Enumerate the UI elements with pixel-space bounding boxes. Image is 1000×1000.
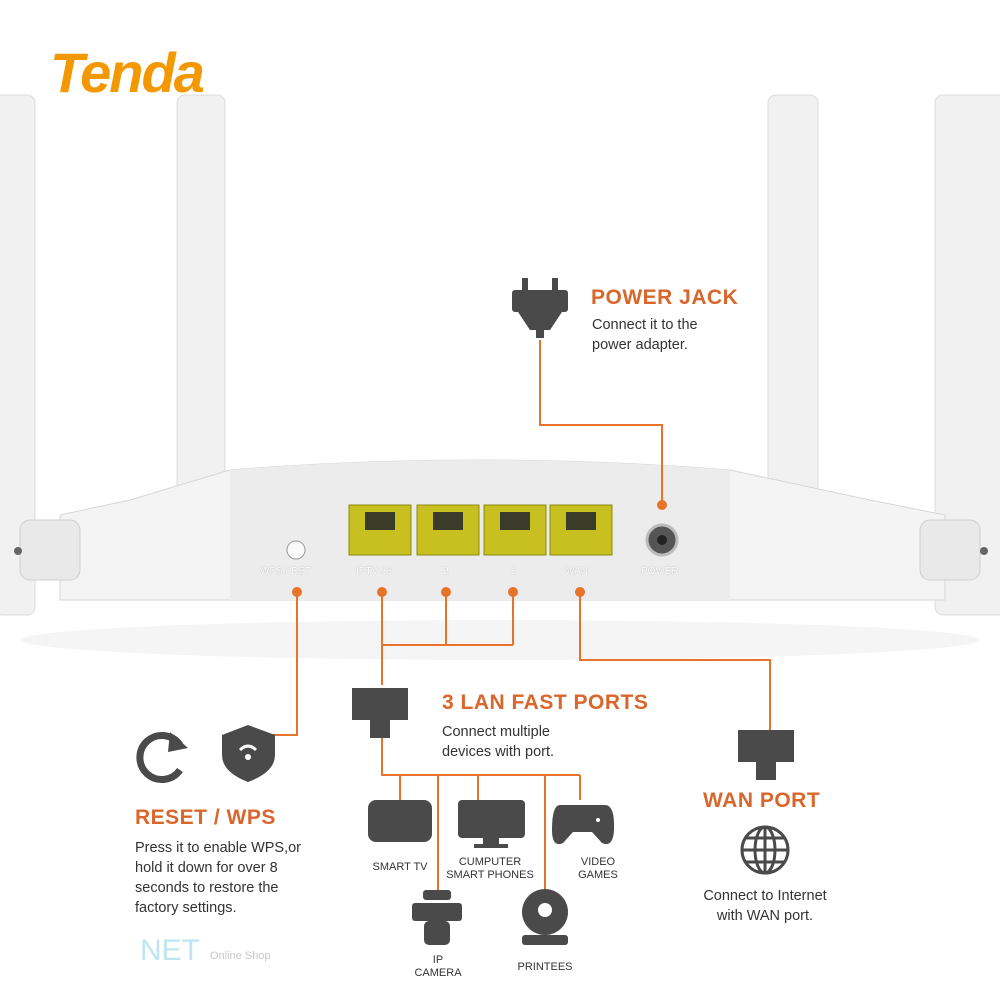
tenda-logo: Tenda xyxy=(50,41,205,104)
label-power: POWER xyxy=(641,566,679,577)
label-wan: WAN xyxy=(565,566,588,577)
device-smart-tv-label: SMART TV xyxy=(372,861,428,873)
ethernet-icon-lan xyxy=(352,688,408,738)
antenna-left-outer xyxy=(0,94,36,616)
label-port-2: 2 xyxy=(443,566,449,577)
reset-title: RESET / WPS xyxy=(135,806,276,829)
label-wps-rst: WPS / RST xyxy=(260,566,312,577)
wifi-shield-icon xyxy=(222,725,275,782)
device-printees-label: PRINTEES xyxy=(517,961,573,973)
tv-icon xyxy=(368,800,432,842)
wps-reset-button xyxy=(286,540,306,560)
watermark: NET xyxy=(140,934,200,967)
label-port-1: 1 xyxy=(511,566,517,577)
monitor-icon xyxy=(458,800,525,848)
ip-camera-icon xyxy=(412,890,462,945)
reset-icon xyxy=(136,732,188,783)
power-jack-title: POWER JACK xyxy=(591,286,739,309)
globe-icon xyxy=(740,825,790,875)
antenna-right-outer xyxy=(934,94,1000,616)
lan-title: 3 LAN FAST PORTS xyxy=(442,691,649,714)
power-plug-icon xyxy=(512,278,568,338)
label-iptv-3: IPTV / 3 xyxy=(356,566,393,577)
wan-title: WAN PORT xyxy=(703,789,821,812)
watermark-sub: Online Shop xyxy=(210,950,271,962)
ethernet-icon-wan xyxy=(738,730,794,780)
gamepad-icon xyxy=(552,805,615,845)
